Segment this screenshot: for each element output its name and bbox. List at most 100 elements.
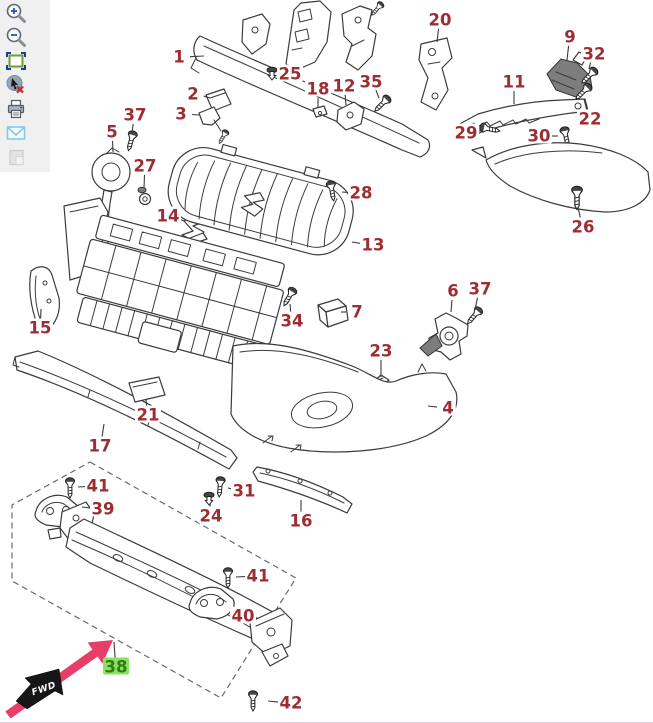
- fwd-direction-arrow: FWD: [16, 669, 63, 709]
- part-label-29[interactable]: 29: [453, 124, 483, 143]
- svg-text:5: 5: [106, 123, 117, 142]
- part-art-20-bracket: [419, 38, 452, 110]
- email-icon: [5, 122, 27, 144]
- svg-text:32: 32: [583, 45, 606, 64]
- part-art-end-bracket-top-left: [242, 14, 270, 54]
- zoom-out-icon: [5, 26, 27, 48]
- part-label-25[interactable]: 25: [277, 65, 303, 84]
- svg-text:27: 27: [134, 157, 157, 176]
- svg-text:16: 16: [290, 512, 313, 531]
- part-art-2-plate: [206, 89, 231, 111]
- print-button[interactable]: [3, 97, 31, 121]
- part-label-14[interactable]: 14: [155, 207, 184, 226]
- part-art-3-bracket: [199, 107, 221, 131]
- print-icon: [5, 98, 27, 120]
- part-label-35[interactable]: 35: [358, 73, 384, 99]
- bolt-icon: [65, 478, 74, 498]
- part-art-21-plate: [129, 377, 165, 402]
- svg-text:15: 15: [29, 319, 52, 338]
- part-label-24[interactable]: 24: [198, 503, 224, 526]
- svg-text:17: 17: [89, 437, 112, 456]
- part-label-40[interactable]: 40: [230, 607, 256, 626]
- part-label-27[interactable]: 27: [132, 157, 158, 189]
- pan-cancel-button[interactable]: [3, 73, 31, 97]
- part-label-37[interactable]: 37: [467, 280, 493, 311]
- part-label-6[interactable]: 6: [445, 282, 461, 313]
- svg-text:42: 42: [280, 694, 303, 713]
- svg-text:13: 13: [362, 236, 385, 255]
- toolbar: [0, 0, 50, 172]
- clip-icon: [204, 492, 214, 505]
- zoom-region-button[interactable]: [3, 49, 31, 73]
- part-art-bracket-top-center: [342, 6, 376, 70]
- svg-text:23: 23: [370, 342, 393, 361]
- part-label-31[interactable]: 31: [228, 482, 257, 501]
- email-button[interactable]: [3, 121, 31, 145]
- part-label-34[interactable]: 34: [279, 304, 305, 331]
- part-label-37[interactable]: 37: [122, 106, 148, 134]
- part-art-17-spoiler: [13, 351, 237, 469]
- part-label-16[interactable]: 16: [288, 500, 314, 531]
- svg-text:26: 26: [572, 218, 595, 237]
- part-label-13[interactable]: 13: [352, 236, 386, 255]
- part-art-4-bumper-face: [231, 343, 457, 452]
- part-label-2[interactable]: 2: [185, 85, 210, 104]
- svg-text:37: 37: [124, 106, 147, 125]
- svg-text:25: 25: [279, 65, 302, 84]
- svg-text:2: 2: [187, 85, 198, 104]
- part-art-7-box: [318, 299, 348, 327]
- bolt-icon: [216, 129, 230, 146]
- zoom-in-button[interactable]: [3, 1, 31, 25]
- svg-text:29: 29: [455, 124, 478, 143]
- svg-text:11: 11: [503, 73, 526, 92]
- svg-text:9: 9: [564, 28, 575, 47]
- svg-text:12: 12: [333, 77, 356, 96]
- zoom-region-icon: [5, 50, 27, 72]
- svg-text:31: 31: [233, 482, 256, 501]
- part-art-absorber-pad-top: [286, 1, 331, 69]
- part-art-header-panel-right: [472, 143, 650, 212]
- pan-cancel-icon: [5, 74, 27, 96]
- svg-text:20: 20: [429, 11, 452, 30]
- svg-text:41: 41: [87, 477, 110, 496]
- part-label-20[interactable]: 20: [427, 11, 453, 43]
- part-label-11[interactable]: 11: [501, 73, 527, 105]
- part-label-32[interactable]: 32: [581, 45, 607, 70]
- svg-text:1: 1: [173, 48, 184, 67]
- part-label-41[interactable]: 41: [78, 477, 111, 496]
- svg-text:14: 14: [157, 207, 180, 226]
- svg-text:4: 4: [442, 399, 453, 418]
- svg-text:39: 39: [92, 500, 115, 519]
- part-label-3[interactable]: 3: [173, 105, 199, 124]
- bolt-icon: [464, 305, 484, 326]
- bolt-icon: [372, 94, 393, 115]
- part-label-42[interactable]: 42: [268, 694, 304, 713]
- svg-text:35: 35: [360, 73, 383, 92]
- svg-text:22: 22: [579, 110, 602, 129]
- bolt-icon: [124, 130, 138, 152]
- export-button[interactable]: [3, 145, 31, 169]
- zoom-out-button[interactable]: [3, 25, 31, 49]
- part-art-27-grommet: [138, 187, 151, 204]
- part-label-41[interactable]: 41: [236, 567, 271, 586]
- svg-text:40: 40: [232, 607, 255, 626]
- part-art-6-fog-bracket: [420, 313, 468, 360]
- svg-text:3: 3: [175, 105, 186, 124]
- bolt-icon: [248, 691, 257, 711]
- zoom-in-icon: [5, 2, 27, 24]
- part-label-9[interactable]: 9: [562, 28, 578, 61]
- svg-text:18: 18: [307, 80, 330, 99]
- svg-text:41: 41: [247, 567, 270, 586]
- svg-text:24: 24: [200, 507, 223, 526]
- svg-text:21: 21: [137, 406, 160, 425]
- bolt-icon: [215, 476, 226, 497]
- part-art-16-garnish: [253, 467, 352, 513]
- svg-text:7: 7: [351, 303, 362, 322]
- export-icon: [5, 146, 27, 168]
- part-label-17[interactable]: 17: [87, 424, 113, 456]
- svg-text:34: 34: [281, 312, 304, 331]
- part-label-23[interactable]: 23: [368, 342, 394, 378]
- svg-text:37: 37: [469, 280, 492, 299]
